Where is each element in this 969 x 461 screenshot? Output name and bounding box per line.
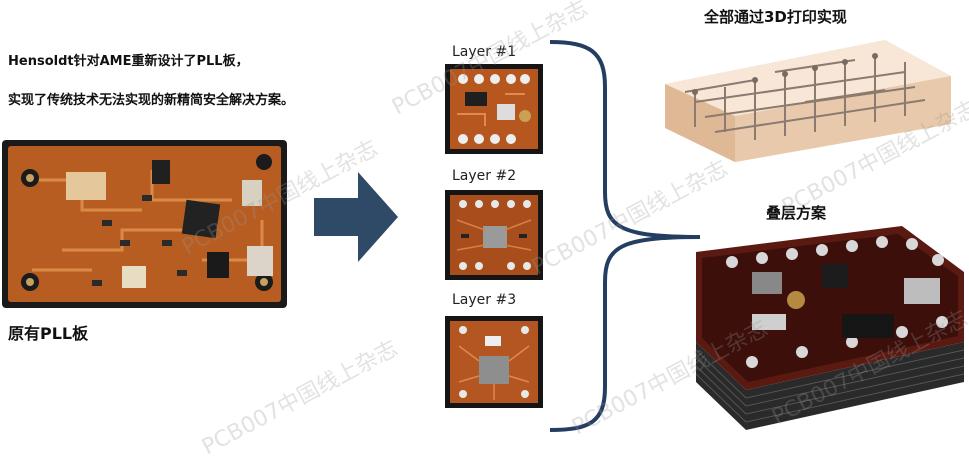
intro-line-2: 实现了传统技术无法实现的新精简安全解决方案。 — [8, 93, 295, 108]
grouping-brace — [549, 32, 710, 432]
layer-1-board-image — [445, 64, 543, 154]
layer-2-board-image — [445, 190, 543, 280]
stacked-solution-caption: 叠层方案 — [766, 204, 827, 222]
3d-printed-caption: 全部通过3D打印实现 — [704, 8, 847, 26]
original-pll-board-image — [2, 140, 287, 308]
layer-1-label: Layer #1 — [452, 44, 517, 60]
layer-3-label: Layer #3 — [452, 292, 517, 308]
layer-3-board-image — [445, 316, 543, 408]
intro-line-1: Hensoldt针对AME重新设计了PLL板， — [8, 54, 249, 69]
original-board-caption: 原有PLL板 — [8, 324, 89, 343]
watermark: PCB007中国线上杂志 — [198, 336, 403, 461]
stacked-module-image — [692, 222, 966, 432]
layer-2-label: Layer #2 — [452, 168, 517, 184]
3d-printed-structure-image — [655, 32, 955, 164]
right-arrow-icon — [314, 172, 398, 262]
